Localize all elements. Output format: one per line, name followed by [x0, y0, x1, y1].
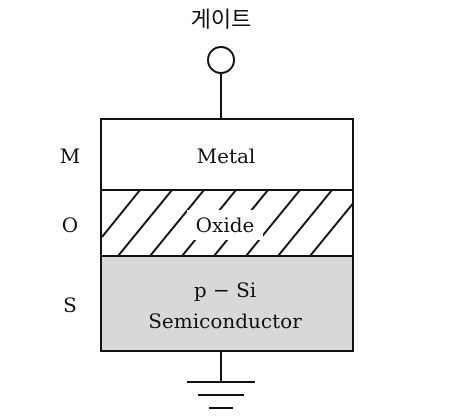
semiconductor-layer [100, 255, 354, 352]
side-label-o: O [62, 213, 78, 237]
semiconductor-label-line2: Semiconductor [148, 309, 302, 333]
oxide-label: Oxide [196, 213, 255, 237]
gate-label: 게이트 [191, 8, 252, 33]
gate-terminal [207, 46, 235, 74]
oxide-label-background [187, 210, 263, 240]
ground-symbol [187, 381, 255, 409]
semiconductor-label-line1: p − Si [194, 278, 256, 302]
metal-label: Metal [197, 144, 256, 168]
side-label-s: S [63, 293, 77, 317]
side-label-m: M [60, 144, 80, 168]
